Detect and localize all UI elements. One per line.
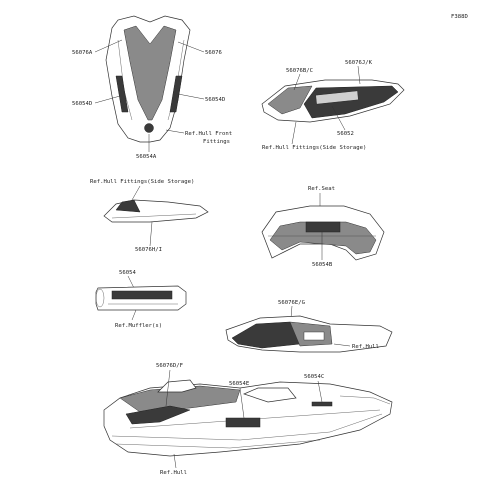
kawasaki-left-decal <box>115 75 129 113</box>
ultra-decal <box>303 331 325 341</box>
label-56076: 56076 <box>205 50 222 56</box>
emblem-decal <box>144 123 154 133</box>
label-56076B-C: 56076B/C <box>286 68 313 74</box>
kawasaki-right-decal <box>169 75 183 113</box>
label-56054E: 56054E <box>229 381 250 387</box>
label-56054: 56054 <box>119 270 136 276</box>
label-ref-hull-fittings-side-top: Ref.Hull Fittings(Side Storage) <box>262 145 366 151</box>
seat-part <box>261 205 385 261</box>
side-storage-part <box>261 79 405 123</box>
label-56054C: 56054C <box>304 374 324 380</box>
label-ref-hull-front: Ref.Hull Front <box>185 131 232 137</box>
kawasaki-storage-decal <box>315 90 359 105</box>
label-56054D-left: 56054D <box>72 101 93 107</box>
small-side-decal-part <box>103 199 209 223</box>
label-56076A: 56076A <box>72 50 93 56</box>
label-ref-seat: Ref.Seat <box>308 186 335 192</box>
label-56076D-F: 56076D/F <box>156 363 184 369</box>
rear-hull-part <box>225 315 393 353</box>
rear-deck-decal <box>311 401 333 407</box>
label-56052: 56052 <box>337 131 354 137</box>
jetski-decal <box>225 417 261 428</box>
label-56076H-I: 56076H/I <box>135 247 162 253</box>
label-56054B: 56054B <box>312 262 333 268</box>
muffler-part <box>95 285 187 311</box>
diagram-code: F388D <box>451 14 468 20</box>
label-56076E-G: 56076E/G <box>278 300 306 306</box>
label-56076J-K: 56076J/K <box>345 60 373 66</box>
label-ref-hull-mid: Ref.Hull <box>352 344 379 350</box>
watercraft-hull-part <box>103 379 393 457</box>
label-56054D-right: 56054D <box>205 97 226 103</box>
label-ref-hull-bottom: Ref.Hull <box>160 470 187 476</box>
label-ref-hull-fittings-side-left: Ref.Hull Fittings(Side Storage) <box>90 179 194 185</box>
label-ref-muffler: Ref.Muffler(s) <box>115 323 162 329</box>
muffler-label-decal <box>111 290 173 300</box>
label-56054A: 56054A <box>136 154 157 160</box>
label-fittings: Fittings <box>203 139 230 145</box>
front-cowl-part <box>105 15 191 143</box>
seat-logo-decal <box>305 221 341 233</box>
